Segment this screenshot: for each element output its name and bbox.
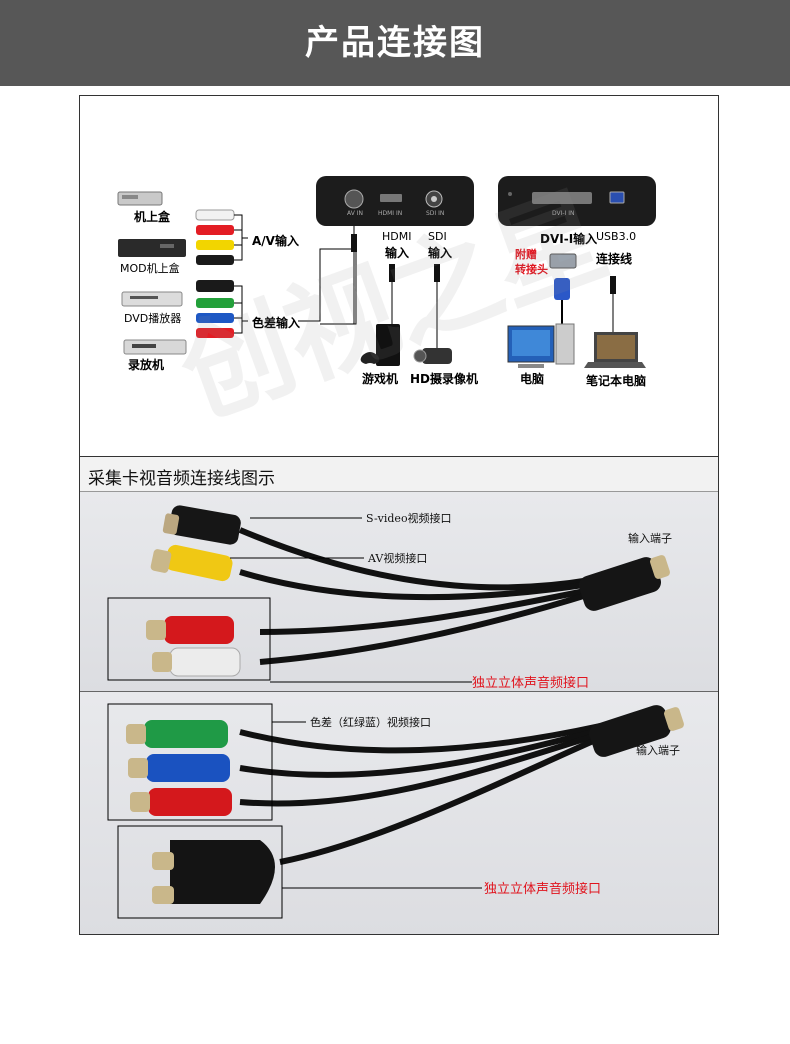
pc-image [507,323,575,368]
dvi-vga-adapter [549,253,577,326]
audio-port-label-2: 独立立体声音频接口 [484,882,602,897]
device-sdi-port-label: SDI IN [426,210,445,217]
sdi-input-label-1: SDI [428,230,447,243]
av-port-label: AV视频接口 [368,552,428,565]
game-console-image [360,324,400,366]
hdmi-input-label-2: 输入 [385,246,410,260]
adapter-label-2: 转接头 [515,263,548,276]
laptop-image [584,332,646,368]
camcorder-label: HD摄录像机 [410,372,479,386]
device-hdmi-port-label: HDMI IN [378,210,403,217]
source-mod-box: MOD机上盒 [120,262,180,275]
mod-box-image [118,239,186,257]
svideo-port-label: S-video视频接口 [366,512,452,525]
component-rca-plugs [196,280,248,338]
device-av-port-label: AV IN [347,210,363,217]
connection-diagram: 机上盒 MOD机上盒 DVD播放器 录放机 A/V输入 色差输入 AV IN H… [80,96,718,456]
source-dvd-player: DVD播放器 [124,312,182,325]
cable-photo-1: S-video视频接口 AV视频接口 输入端子 独立立体声音频接口 [80,492,718,691]
capture-device-front [316,176,474,226]
source-vcr: 录放机 [128,358,165,372]
component-input-label: 色差输入 [252,316,301,330]
laptop-label: 笔记本电脑 [586,374,647,388]
sdi-input-label-2: 输入 [428,246,453,260]
component-port-label: 色差（红绿蓝）视频接口 [310,716,431,729]
av-rca-plugs [195,209,248,265]
connection-figure: 机上盒 MOD机上盒 DVD播放器 录放机 A/V输入 色差输入 AV IN H… [79,95,719,935]
device-dvi-port-label: DVI-I IN [552,210,575,217]
cable-section-title: 采集卡视音频连接线图示 [88,469,275,489]
input-terminal-label-1: 输入端子 [628,532,672,545]
page-title: 产品连接图 [305,23,485,63]
av-input-label: A/V输入 [252,234,299,248]
cable-photo-2: 色差（红绿蓝）视频接口 输入端子 独立立体声音频接口 [80,691,718,934]
capture-device-back [498,176,656,226]
cable-photo-2-graphics [107,703,684,919]
adapter-label-1: 附赠 [515,248,537,261]
dvd-player-image [121,291,183,307]
diagram-graphics [117,176,656,368]
hdmi-input-label-1: HDMI [382,230,412,243]
vcr-image [123,339,187,355]
source-set-top-box: 机上盒 [134,210,171,224]
audio-port-label-1: 独立立体声音频接口 [472,676,590,691]
input-terminal-label-2: 输入端子 [636,744,680,757]
cable-photo-1-graphics [107,505,670,683]
page-header: 产品连接图 [0,0,790,86]
camcorder-image [413,348,452,364]
dvi-input-label: DVI-I输入 [540,232,598,246]
cable-section-header: 采集卡视音频连接线图示 [80,456,718,492]
set-top-box-image [117,191,163,206]
cable-label: 连接线 [596,252,633,266]
game-console-label: 游戏机 [362,372,399,386]
usb-label: USB3.0 [596,230,637,243]
pc-label: 电脑 [520,372,545,386]
